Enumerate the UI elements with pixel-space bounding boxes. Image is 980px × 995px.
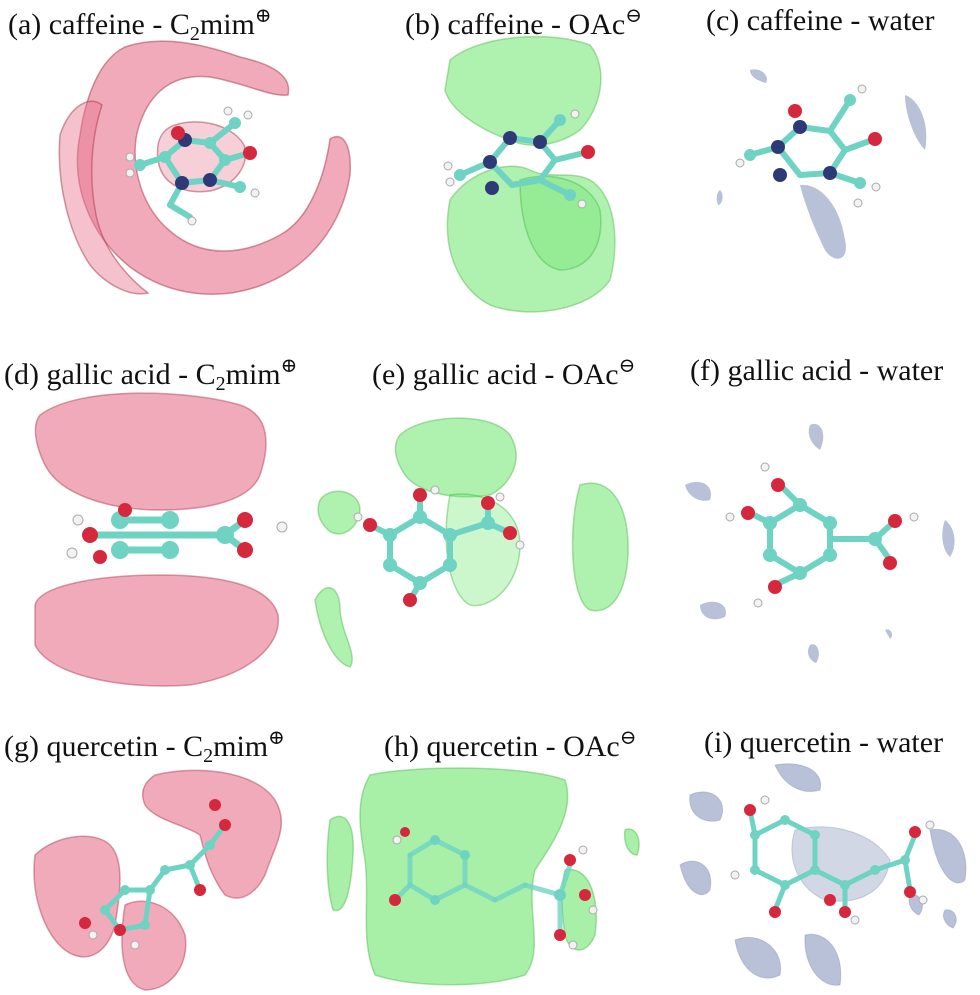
panel-e-scene xyxy=(314,417,629,668)
panel-c-label: (c) caffeine - water xyxy=(706,4,935,37)
caffeine-atoms xyxy=(125,106,260,226)
caffeine-atoms xyxy=(443,109,595,209)
gallic-acid-atoms xyxy=(725,462,919,608)
panel-c-scene xyxy=(716,69,927,259)
anion-isosurface xyxy=(444,35,616,313)
caffeine-atoms xyxy=(735,84,882,208)
panel-g-scene xyxy=(33,769,283,991)
cation-isosurface xyxy=(34,392,280,687)
panel-d-scene xyxy=(34,392,288,687)
panel-a-label: (a) caffeine - C2mim⊕ xyxy=(8,5,272,45)
panel-i-label: (i) quercetin - water xyxy=(704,726,944,759)
panel-i-scene xyxy=(679,763,967,986)
water-isosurface xyxy=(716,69,927,259)
cation-isosurface xyxy=(33,769,283,991)
panel-f-scene xyxy=(685,423,955,663)
gallic-acid-atoms xyxy=(353,485,525,607)
panel-a-scene xyxy=(58,40,351,295)
panel-h-label: (h) quercetin - OAc⊖ xyxy=(384,727,637,763)
caffeine-molecule xyxy=(747,97,878,186)
panel-b-label: (b) caffeine - OAc⊖ xyxy=(405,5,642,41)
panel-e-label: (e) gallic acid - OAc⊖ xyxy=(372,355,636,391)
quercetin-atoms xyxy=(79,799,231,950)
panel-f-label: (f) gallic acid - water xyxy=(690,354,944,387)
quercetin-atoms xyxy=(730,795,935,925)
anion-isosurface xyxy=(314,417,629,668)
quercetin-atoms xyxy=(389,827,598,950)
water-isosurface xyxy=(685,423,955,663)
panel-b-scene xyxy=(443,35,616,313)
gallic-acid-atoms xyxy=(66,503,288,564)
panel-d-label: (d) gallic acid - C2mim⊕ xyxy=(4,355,298,395)
quercetin-molecule xyxy=(747,807,918,913)
panel-g-label: (g) quercetin - C2mim⊕ xyxy=(4,727,285,767)
panel-h-scene xyxy=(326,767,640,986)
anion-isosurface xyxy=(326,767,640,986)
cation-isosurface xyxy=(58,40,351,295)
